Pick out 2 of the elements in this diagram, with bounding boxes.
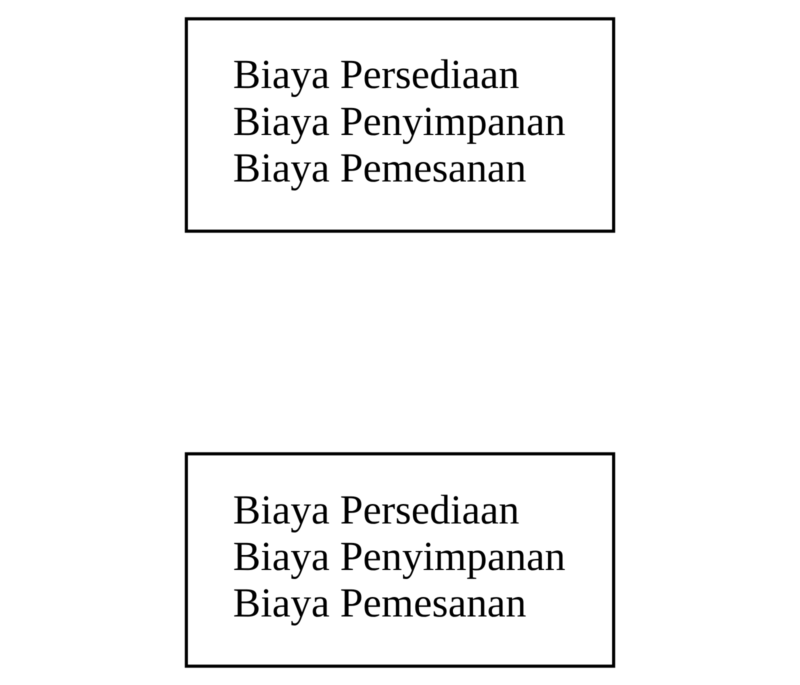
node-box: Biaya Persediaan Biaya Penyimpanan Biaya Pemesanan — [184, 452, 616, 668]
node-box: Biaya Persediaan Biaya Penyimpanan Biaya Pemesanan — [184, 17, 616, 233]
